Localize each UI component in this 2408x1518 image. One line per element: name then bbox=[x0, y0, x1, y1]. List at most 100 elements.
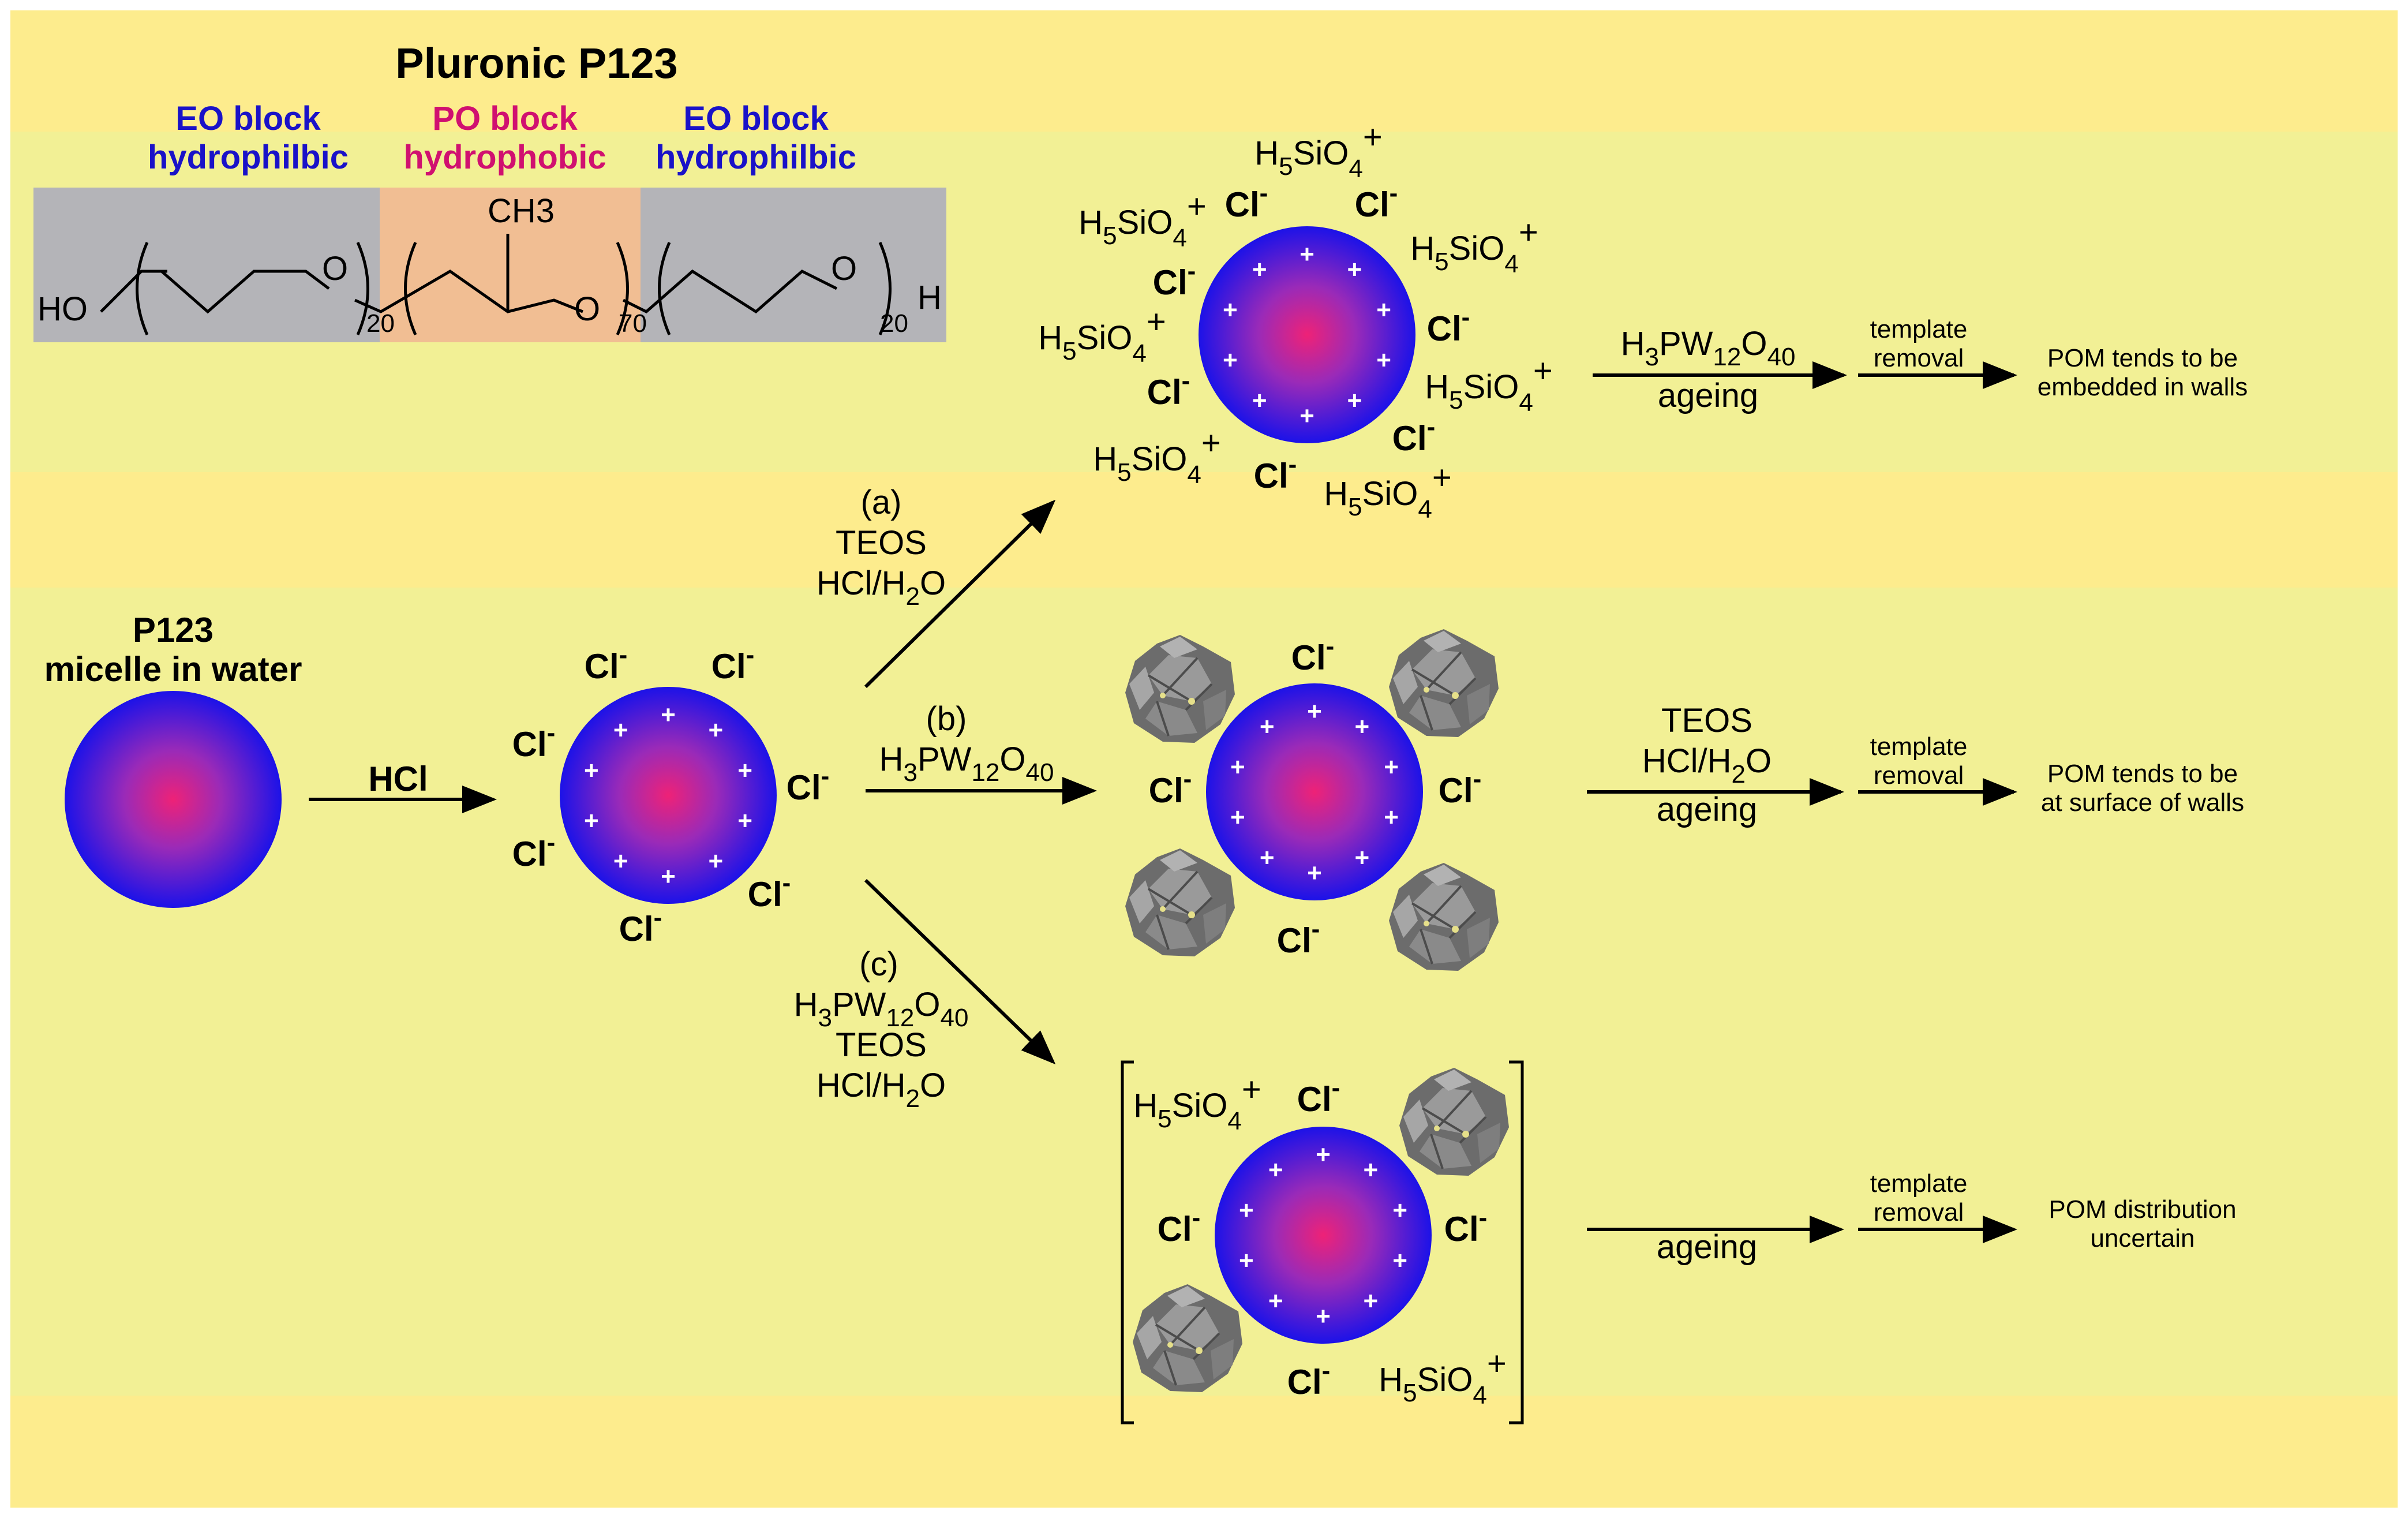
route-b-pw-o: O bbox=[999, 741, 1025, 778]
route-c-teos: TEOS bbox=[836, 1026, 927, 1064]
route-b-letter: (b) bbox=[926, 700, 967, 738]
o-label-1: O bbox=[322, 250, 348, 287]
bracket-right-2 bbox=[616, 241, 629, 336]
micelle-name: P123 bbox=[133, 611, 214, 649]
plus-charge: + bbox=[708, 847, 723, 875]
plus-charge: + bbox=[1239, 1246, 1254, 1274]
band-bottom bbox=[10, 1396, 2398, 1508]
a-pw-h: H bbox=[1621, 325, 1645, 362]
route-a-plus-charges: ++++++++++ bbox=[1223, 240, 1391, 430]
plus-charge: + bbox=[1392, 1197, 1407, 1225]
route-b-pw-s3: 40 bbox=[1025, 758, 1054, 787]
outcome-c-2: uncertain bbox=[2090, 1224, 2194, 1252]
plus-charge: + bbox=[1223, 296, 1238, 324]
route-c-pw: H3PW12O40 bbox=[794, 986, 969, 1032]
a-pw-o: O bbox=[1741, 325, 1767, 362]
route-a-hcl: HCl/H2O bbox=[817, 564, 946, 611]
route-c-pw-pw: PW bbox=[832, 986, 886, 1023]
outcome-a-2: embedded in walls bbox=[2038, 373, 2248, 401]
route-a-hcl-end: O bbox=[920, 564, 946, 602]
plus-charge: + bbox=[1252, 256, 1267, 284]
eo-right-label: EO block bbox=[683, 100, 829, 137]
arrow-route-a bbox=[864, 499, 1056, 689]
route-b-pw-s1: 3 bbox=[903, 758, 917, 787]
chloride-ion: Cl- bbox=[1254, 450, 1297, 495]
plus-charge: + bbox=[1239, 1197, 1254, 1225]
route-b-hcl-right: HCl/H2O bbox=[1642, 742, 1772, 788]
plus-charge: + bbox=[1307, 697, 1322, 726]
route-a-pw-right: H3PW12O40 bbox=[1621, 325, 1796, 371]
plus-charge: + bbox=[1260, 843, 1275, 872]
plus-charge: + bbox=[1384, 803, 1399, 831]
chloride-ion: Cl- bbox=[1291, 632, 1335, 677]
chloride-ion: Cl- bbox=[748, 869, 791, 914]
route-a-ageing: ageing bbox=[1658, 377, 1758, 414]
plus-charge: + bbox=[1347, 386, 1362, 414]
po-block bbox=[380, 188, 641, 342]
route-a-hcl-main: HCl/H bbox=[817, 564, 906, 602]
route-b-pw-h: H bbox=[879, 741, 904, 778]
silicate-ion: H5SiO4+ bbox=[1093, 424, 1220, 489]
silicate-ion: H5SiO4+ bbox=[1410, 214, 1538, 278]
plus-charge: + bbox=[1363, 1156, 1378, 1184]
route-b-pw: H3PW12O40 bbox=[879, 741, 1054, 787]
route-b-teos-right: TEOS bbox=[1661, 702, 1752, 739]
silicate-ion: H5SiO4+ bbox=[1324, 459, 1451, 524]
chloride-ion: Cl- bbox=[1153, 257, 1196, 302]
plus-charge: + bbox=[708, 716, 723, 745]
micelle-plus-charges: ++++++++++ bbox=[584, 701, 752, 891]
ho-label: HO bbox=[38, 290, 88, 328]
chloride-ion: Cl- bbox=[1287, 1356, 1331, 1401]
chloride-ion: Cl- bbox=[1297, 1074, 1340, 1119]
bracket-right-3 bbox=[878, 241, 892, 336]
chloride-ion: Cl- bbox=[1355, 179, 1398, 224]
plus-charge: + bbox=[584, 806, 599, 835]
micelle-protonated bbox=[560, 687, 777, 904]
b-hcl-main: HCl/H bbox=[1642, 742, 1732, 780]
plus-charge: + bbox=[1363, 1287, 1378, 1315]
chloride-ion: Cl- bbox=[787, 762, 830, 807]
n20-label-1: 20 bbox=[366, 309, 395, 338]
po-label: PO block bbox=[432, 100, 578, 137]
b-hcl-end: O bbox=[1746, 742, 1772, 780]
route-c-hcl-sub: 2 bbox=[906, 1085, 920, 1113]
chloride-ion: Cl- bbox=[619, 903, 662, 948]
chloride-ion: Cl- bbox=[1392, 413, 1436, 458]
plus-charge: + bbox=[1300, 402, 1315, 430]
route-b-pw-s2: 12 bbox=[971, 758, 999, 787]
route-b-ageing: ageing bbox=[1657, 791, 1757, 828]
bracket-left-2 bbox=[404, 241, 417, 336]
eo-right-sub: hydrophilbic bbox=[656, 139, 856, 176]
micelle-route-a bbox=[1199, 226, 1415, 443]
plus-charge: + bbox=[1268, 1156, 1283, 1184]
ch3-label: CH3 bbox=[488, 192, 555, 230]
eo-left-label: EO block bbox=[175, 100, 321, 137]
route-a-hcl-sub: 2 bbox=[906, 582, 920, 611]
band-top bbox=[10, 10, 2398, 132]
hcl-label: HCl bbox=[368, 760, 428, 798]
plus-charge: + bbox=[1376, 296, 1391, 324]
plus-charge: + bbox=[661, 701, 676, 729]
chloride-ion: Cl- bbox=[1158, 1203, 1201, 1248]
n20-label-2: 20 bbox=[880, 309, 908, 338]
micelle-route-c bbox=[1215, 1127, 1432, 1344]
silicate-ion: H5SiO4+ bbox=[1078, 188, 1206, 252]
plus-charge: + bbox=[661, 862, 676, 891]
plus-charge: + bbox=[1354, 843, 1369, 872]
plus-charge: + bbox=[1354, 713, 1369, 741]
chloride-ion: Cl- bbox=[512, 719, 556, 764]
bracket-left-c bbox=[1121, 1060, 1134, 1424]
chloride-ion: Cl- bbox=[512, 828, 556, 873]
b-template-1: template bbox=[1870, 732, 1968, 761]
o-label-3: O bbox=[831, 250, 857, 287]
silicate-ion: H5SiO4+ bbox=[1379, 1345, 1506, 1409]
plus-charge: + bbox=[1347, 256, 1362, 284]
micelle-cl-ions: Cl-Cl-Cl-Cl-Cl-Cl-Cl- bbox=[512, 641, 830, 948]
n70-label: 70 bbox=[619, 309, 647, 338]
route-a-teos: TEOS bbox=[836, 524, 927, 562]
route-c-ions: Cl-Cl-Cl-Cl-H5SiO4+H5SiO4+ bbox=[1133, 1071, 1506, 1409]
b-template-2: removal bbox=[1874, 761, 1964, 790]
route-c-hcl-end: O bbox=[920, 1067, 946, 1104]
plus-charge: + bbox=[1230, 753, 1245, 782]
plus-charge: + bbox=[584, 757, 599, 785]
